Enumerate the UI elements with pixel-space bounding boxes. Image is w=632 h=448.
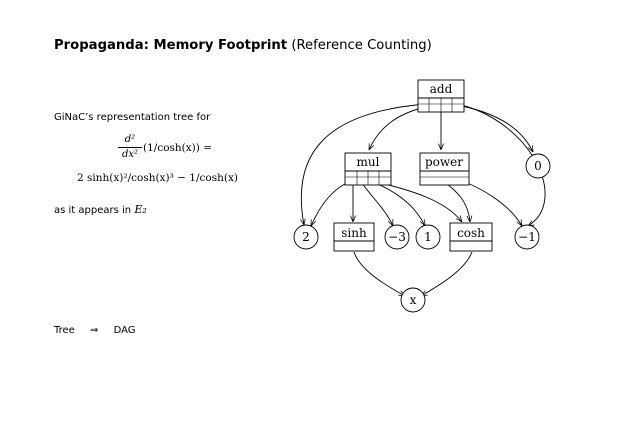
node-power: power	[419, 152, 470, 186]
appears-prefix: as it appears in	[54, 205, 132, 216]
node-two: 2	[293, 224, 319, 250]
node-minus1: −1	[514, 224, 540, 250]
node-add-label: add	[430, 82, 453, 96]
node-minus3: −3	[384, 224, 410, 250]
node-two-label: 2	[302, 230, 310, 244]
edge-add-two	[301, 103, 427, 225]
derivative-fraction: d² dx²	[118, 134, 142, 161]
edge-sinh-x	[353, 251, 405, 296]
edge-mul-minus3	[361, 182, 394, 226]
dag-word: DAG	[113, 325, 136, 336]
node-zero-label: 0	[534, 159, 542, 173]
node-one: 1	[415, 224, 441, 250]
node-mul: mul	[344, 152, 392, 186]
node-minus1-label: −1	[518, 230, 536, 244]
edge-mul-two	[310, 181, 350, 226]
edge-cosh-x	[421, 251, 473, 296]
node-one-label: 1	[424, 230, 432, 244]
slide-title-bold: Propaganda: Memory Footprint	[54, 38, 288, 53]
fraction-numerator: d²	[124, 134, 136, 145]
slide-title-rest: (Reference Counting)	[291, 38, 432, 53]
intro-text: GiNaC’s representation tree for	[54, 112, 211, 123]
node-cosh: cosh	[449, 222, 493, 252]
node-zero: 0	[525, 153, 551, 179]
node-x: x	[400, 287, 426, 313]
fraction-denominator: dx²	[121, 149, 139, 160]
appears-text: as it appears in E₂	[54, 203, 147, 216]
slide-title: Propaganda: Memory Footprint (Reference …	[54, 38, 432, 53]
node-x-label: x	[410, 293, 417, 307]
appears-symbol: E₂	[134, 203, 147, 216]
dag-edges	[301, 103, 546, 296]
implies-arrow-icon: ⇒	[90, 325, 99, 336]
node-add: add	[417, 79, 465, 113]
node-mul-label: mul	[357, 155, 380, 169]
formula-line-1: (1/cosh(x)) =	[143, 142, 213, 154]
formula-line-2: 2 sinh(x)²/cosh(x)³ − 1/cosh(x)	[77, 172, 238, 184]
node-sinh-label: sinh	[341, 226, 367, 240]
node-minus3-label: −3	[388, 230, 406, 244]
tree-to-dag-line: Tree ⇒ DAG	[54, 325, 148, 336]
node-sinh: sinh	[333, 222, 375, 252]
tree-word: Tree	[54, 325, 75, 336]
node-power-label: power	[425, 155, 463, 169]
fraction-bar	[118, 147, 142, 148]
node-cosh-label: cosh	[457, 226, 485, 240]
